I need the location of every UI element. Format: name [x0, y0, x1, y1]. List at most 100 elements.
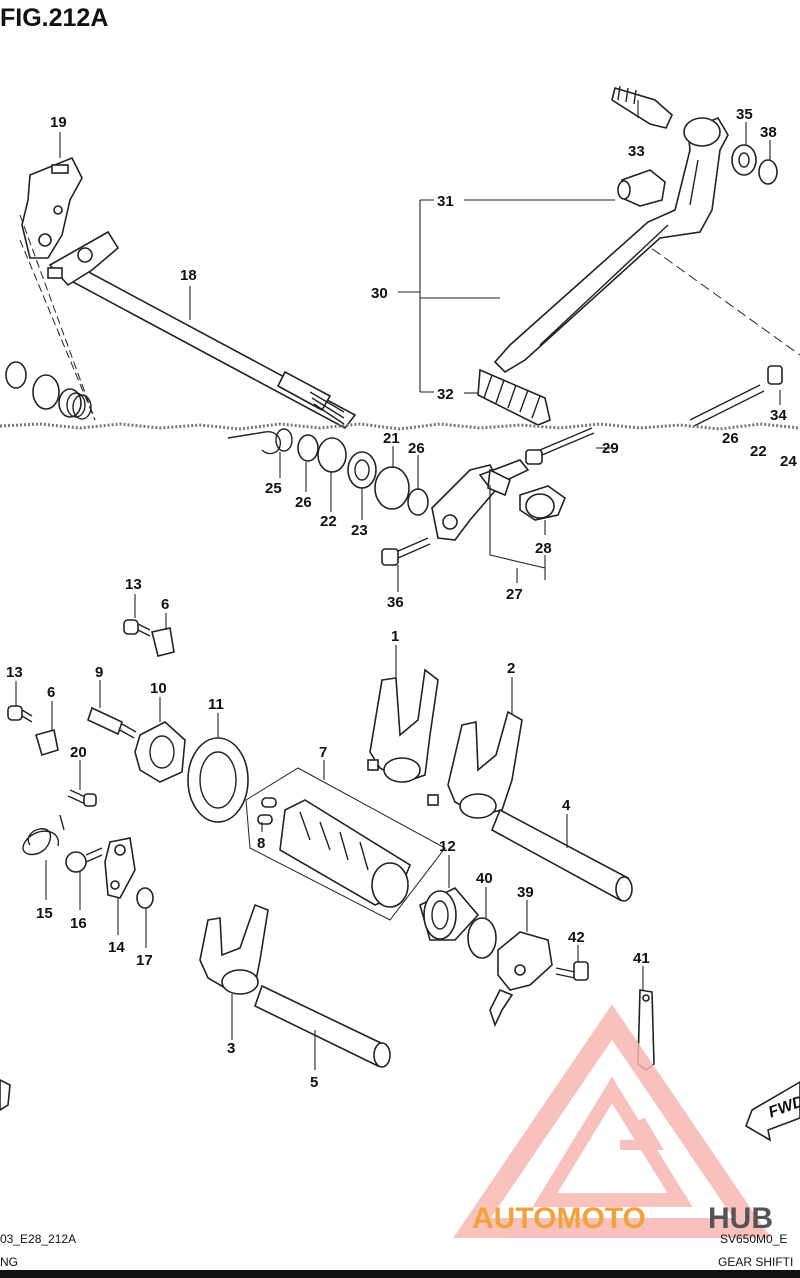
callout-24: 24	[780, 453, 797, 470]
figure-title: FIG.212A	[0, 4, 108, 32]
part-33-pivot-bolt	[611, 85, 673, 129]
part-39-sensor	[489, 931, 553, 1028]
callout-26-b: 26	[722, 430, 739, 447]
callout-17: 17	[136, 952, 153, 969]
part-3-shift-fork	[199, 903, 269, 995]
callout-41: 41	[633, 950, 650, 967]
callout-15: 15	[36, 905, 53, 922]
callout-9: 9	[95, 664, 103, 681]
part-17-washer	[136, 887, 154, 909]
part-19-bracket	[21, 156, 83, 259]
callout-29: 29	[602, 440, 619, 457]
callout-8: 8	[257, 835, 265, 852]
part-26-washer-a	[297, 434, 319, 462]
callout-32: 32	[437, 386, 454, 403]
part-1-shift-fork	[367, 668, 439, 783]
footer-right-model: SV650M0_E	[720, 1232, 787, 1246]
callout-25: 25	[265, 480, 282, 497]
callout-23: 23	[351, 522, 368, 539]
callout-10: 10	[150, 680, 167, 697]
part-35-washer	[731, 144, 757, 176]
callout-35: 35	[736, 106, 753, 123]
part-14-stopper-arm	[104, 837, 136, 899]
callout-11: 11	[208, 696, 224, 713]
callout-13-b: 13	[6, 664, 23, 681]
watermark-brand-2: HUB	[708, 1202, 773, 1235]
callout-30: 30	[371, 285, 388, 302]
triangle-logo-icon	[453, 1004, 771, 1238]
callout-16: 16	[70, 915, 87, 932]
part-13-bolt-b	[7, 705, 33, 723]
callout-36: 36	[387, 594, 404, 611]
callout-26-a: 26	[408, 440, 425, 457]
callout-19: 19	[50, 114, 67, 131]
callout-26-c: 26	[295, 494, 312, 511]
part-9-pin	[87, 706, 137, 739]
callout-5: 5	[310, 1074, 318, 1091]
callout-labels: 19 18 33 35 38 31 30 32 34 21 26 29 26 2…	[6, 106, 797, 1091]
callout-38: 38	[760, 124, 777, 141]
spring-washers-left	[5, 361, 92, 420]
leader-lines	[15, 100, 781, 1070]
callout-27: 27	[506, 586, 523, 603]
footer-right-caption: GEAR SHIFTI	[718, 1255, 793, 1269]
torn-edge	[0, 422, 800, 431]
part-8-pins	[257, 797, 277, 825]
footer-left-caption: NG	[0, 1255, 18, 1269]
callout-33: 33	[628, 143, 645, 160]
part-13-bolt-a	[123, 619, 151, 637]
part-32-footpeg	[477, 368, 551, 426]
part-27-shift-arm	[431, 459, 530, 541]
part-40-oring	[467, 917, 497, 959]
bottom-border	[0, 1270, 800, 1278]
callout-7: 7	[319, 744, 327, 761]
fwd-arrow-icon: FWD	[745, 1081, 800, 1142]
part-6-stopper-a	[151, 627, 175, 657]
left-edge-icon	[0, 1079, 11, 1111]
callout-21: 21	[383, 430, 400, 447]
part-2-shift-fork	[427, 710, 523, 819]
callout-4: 4	[562, 797, 571, 814]
part-15-spring	[22, 814, 65, 856]
part-42-bolt	[555, 961, 589, 981]
callout-18: 18	[180, 267, 197, 284]
footer-left-code: 03_E28_212A	[0, 1232, 76, 1246]
part-21-washer	[374, 466, 410, 510]
callout-2: 2	[507, 660, 515, 677]
callout-42: 42	[568, 929, 585, 946]
callout-28: 28	[535, 540, 552, 557]
part-29-bolt	[525, 427, 595, 465]
part-38-clip	[758, 159, 778, 185]
part-25-spring	[227, 428, 293, 455]
callout-12: 12	[439, 838, 456, 855]
callout-39: 39	[517, 884, 534, 901]
part-30-shift-lever	[493, 117, 729, 374]
part-20-bolt	[67, 789, 97, 807]
callout-14: 14	[108, 939, 125, 956]
callout-34: 34	[770, 407, 787, 424]
part-12-bearing	[419, 887, 480, 941]
part-22-washer-a	[317, 437, 347, 473]
part-5-fork-shaft	[254, 984, 391, 1068]
watermark-logo	[453, 1004, 771, 1238]
watermark-brand-1: AUTOMOTO	[472, 1202, 646, 1235]
callout-6-a: 6	[161, 596, 169, 613]
callout-6-b: 6	[47, 684, 55, 701]
callout-22-b: 22	[750, 443, 767, 460]
callout-3: 3	[227, 1040, 235, 1057]
part-6-stopper-b	[34, 728, 59, 757]
callout-31: 31	[437, 193, 454, 210]
callout-1: 1	[391, 628, 399, 645]
callout-13-a: 13	[125, 576, 142, 593]
part-10-cam-plate	[134, 721, 186, 783]
callout-40: 40	[476, 870, 493, 887]
part-11-bearing	[187, 737, 249, 823]
part-28-joint	[519, 485, 566, 521]
part-18-shift-shaft	[47, 230, 357, 430]
part-16-bolt	[65, 847, 103, 873]
callout-22-a: 22	[320, 513, 337, 530]
part-7-shift-cam	[245, 767, 446, 921]
part-34-rod	[689, 365, 783, 427]
part-23-seal	[347, 451, 377, 489]
